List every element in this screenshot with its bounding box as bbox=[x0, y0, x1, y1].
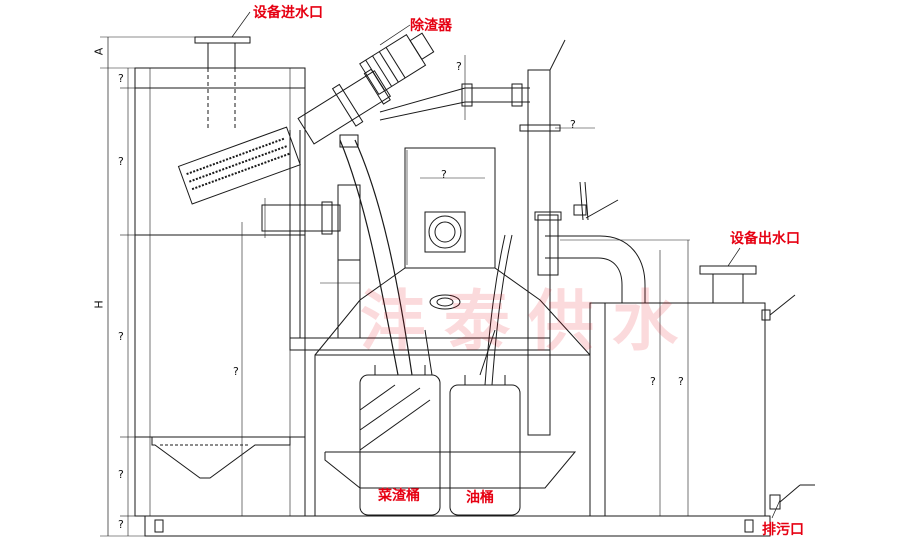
dim-unknown-5: ? bbox=[233, 365, 239, 378]
inlet-pipe bbox=[208, 43, 235, 68]
dim-H: H bbox=[92, 300, 106, 309]
dim-unknown-1: ? bbox=[118, 72, 124, 85]
outlet-flange bbox=[700, 266, 756, 274]
label-oil-bucket: 油桶 bbox=[466, 490, 494, 506]
dim-unknown-4: ? bbox=[118, 468, 124, 481]
base-skid bbox=[145, 516, 770, 536]
label-outlet: 设备出水口 bbox=[730, 231, 800, 247]
drain-valve bbox=[770, 495, 780, 509]
vegetable-bucket bbox=[360, 375, 440, 515]
pump-housing bbox=[405, 148, 495, 268]
inlet-flange bbox=[195, 37, 250, 43]
dim-unknown-7: ? bbox=[456, 60, 462, 73]
dim-unknown-10: ? bbox=[678, 375, 684, 388]
label-vegetable-bucket: 菜渣桶 bbox=[378, 488, 420, 504]
left-hopper bbox=[152, 437, 290, 478]
screen-basket bbox=[178, 127, 300, 204]
dim-unknown-3: ? bbox=[118, 330, 124, 343]
label-slag-remover: 除渣器 bbox=[410, 18, 452, 34]
dim-unknown-6: ? bbox=[441, 168, 447, 181]
dim-unknown-9: ? bbox=[650, 375, 656, 388]
dim-unknown-2: ? bbox=[118, 155, 124, 168]
watermark: 沣泰供水 bbox=[360, 282, 696, 360]
right-tank bbox=[590, 303, 765, 516]
label-inlet: 设备进水口 bbox=[253, 5, 323, 21]
vent-pipe bbox=[528, 70, 550, 435]
label-drain: 排污口 bbox=[762, 522, 804, 538]
dim-unknown-11: ? bbox=[118, 518, 124, 531]
motor bbox=[360, 27, 438, 94]
dim-A: A bbox=[92, 47, 106, 56]
dim-unknown-8: ? bbox=[570, 118, 576, 131]
slag-remover-tube bbox=[294, 65, 394, 150]
